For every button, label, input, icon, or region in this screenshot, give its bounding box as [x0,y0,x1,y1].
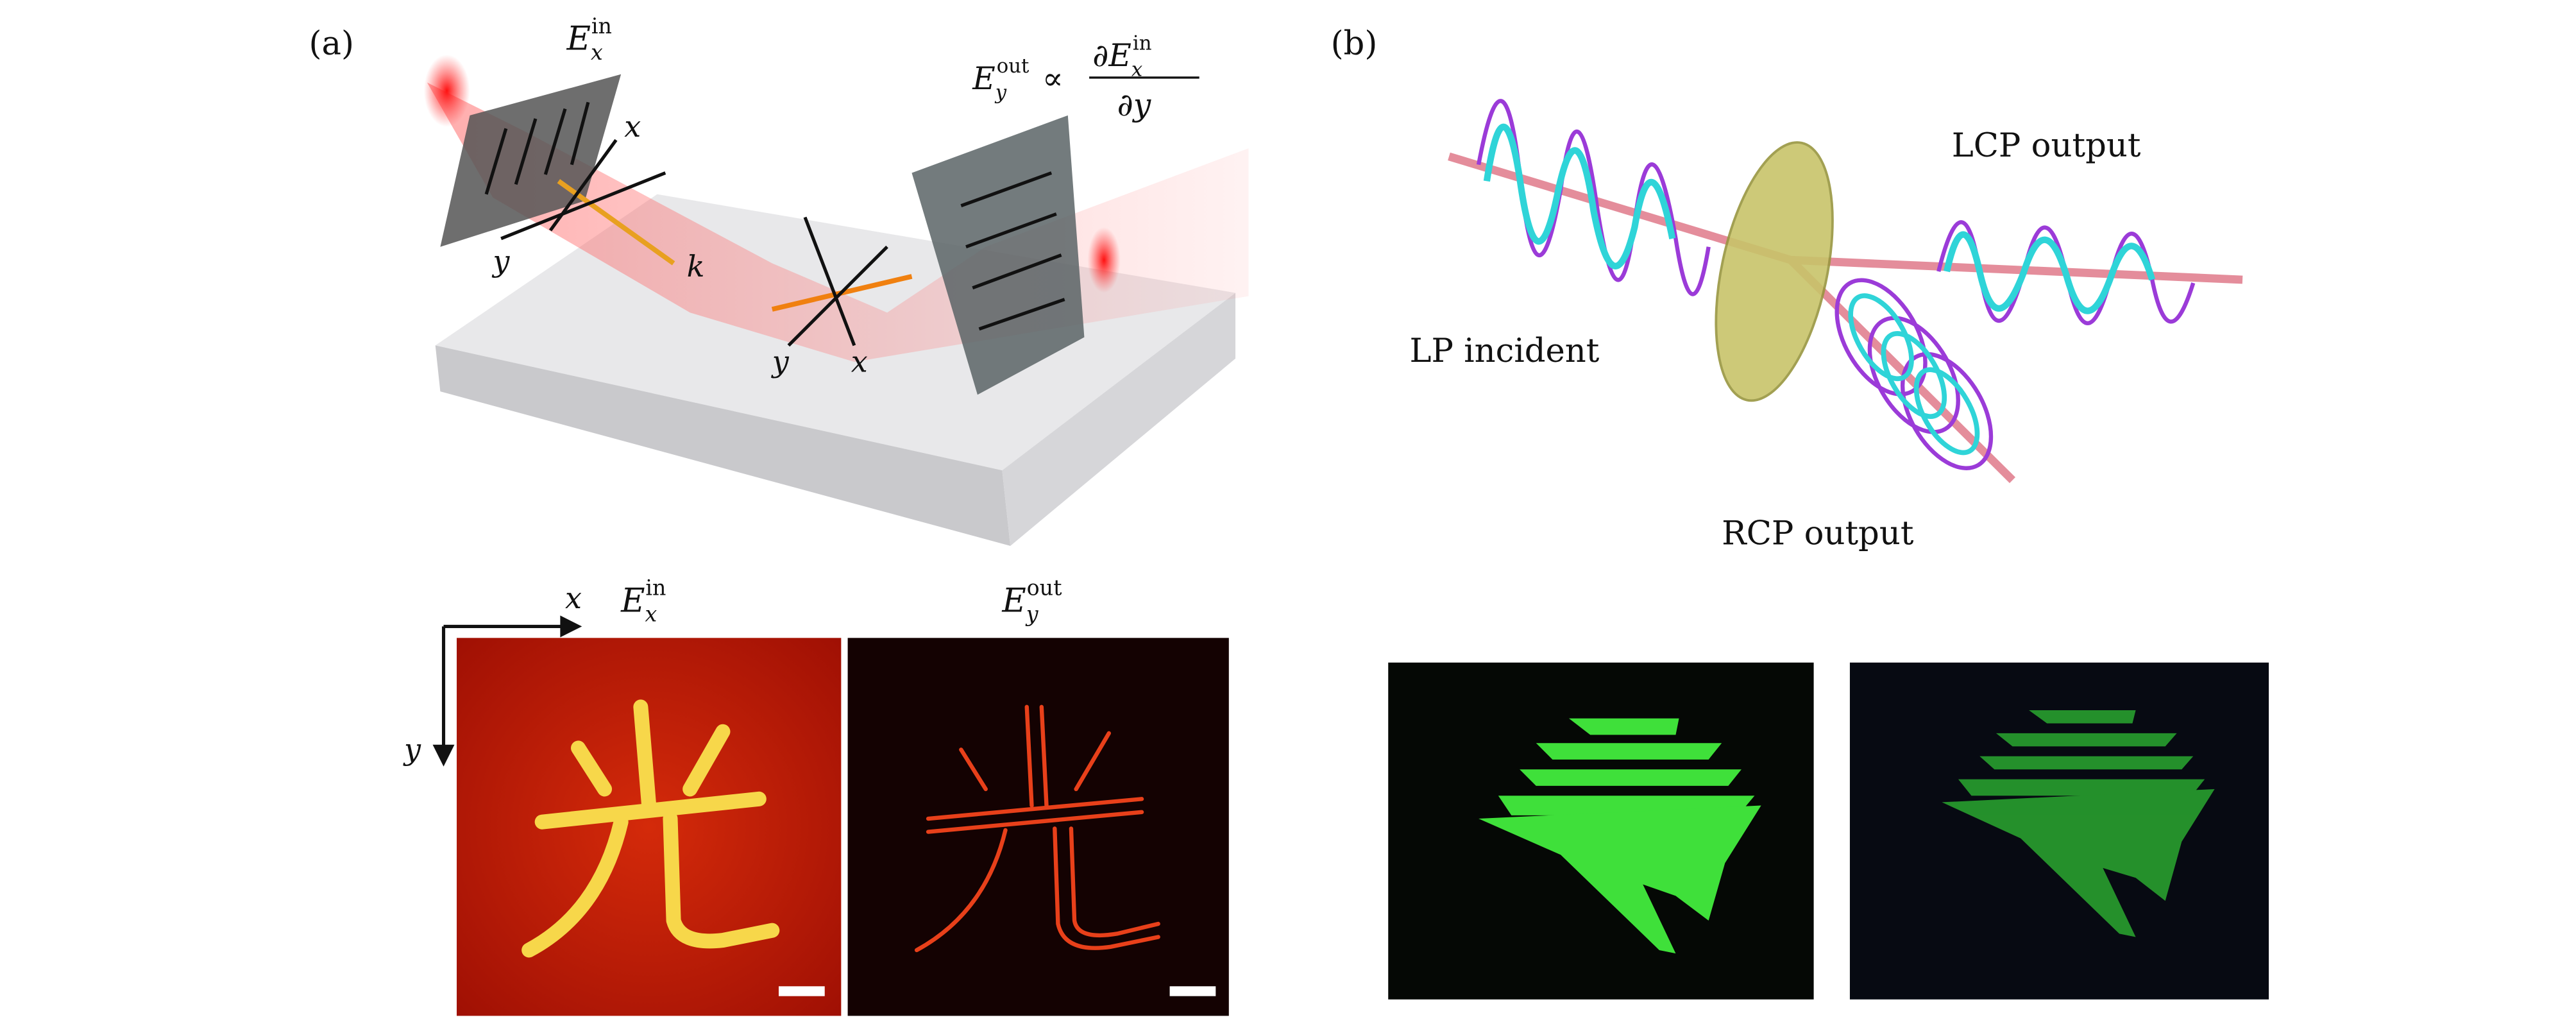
output-image-title: Eyout [1001,575,1062,627]
output-polarizer [911,115,1085,395]
input-intensity-image [457,638,842,1016]
panel-b-label: (b) [1331,24,1378,63]
lp-incident-label: LP incident [1410,332,1600,370]
image-axis-y: y [403,732,421,767]
metasurface [1715,141,1834,402]
input-axis-k: k [687,249,705,284]
output-intensity-image [847,638,1229,1016]
beam-paths [1448,152,2243,483]
input-image-title: Exin [620,575,666,627]
output-axis-y: y [771,344,790,379]
output-field-relation: Eyout∝ [972,55,1063,104]
panel-a-label: (a) [309,24,355,63]
output-field-numerator: ∂Exin [1092,31,1151,81]
output-field-denominator: ∂y [1117,87,1151,123]
lcp-intensity-image [1388,662,1814,1000]
rcp-output-label: RCP output [1722,514,1914,552]
output-axis-x: x [851,344,868,379]
input-axis-x: x [624,109,641,144]
image-axis-x: x [565,581,582,615]
scale-bar [1169,986,1216,996]
input-polarizer [440,74,622,247]
lcp-output-wave [1936,220,2196,325]
lcp-output-label: LCP output [1952,126,2141,165]
rcp-output-wave [1835,278,1994,470]
input-axis-y: y [491,244,510,278]
rcp-intensity-image [1849,662,2269,1000]
input-field-label: Exin [566,13,612,65]
image-axes [432,615,582,767]
input-axes [500,139,675,266]
scale-bar [779,986,825,996]
lp-incident-wave [1476,99,1711,296]
output-axes [771,216,913,347]
